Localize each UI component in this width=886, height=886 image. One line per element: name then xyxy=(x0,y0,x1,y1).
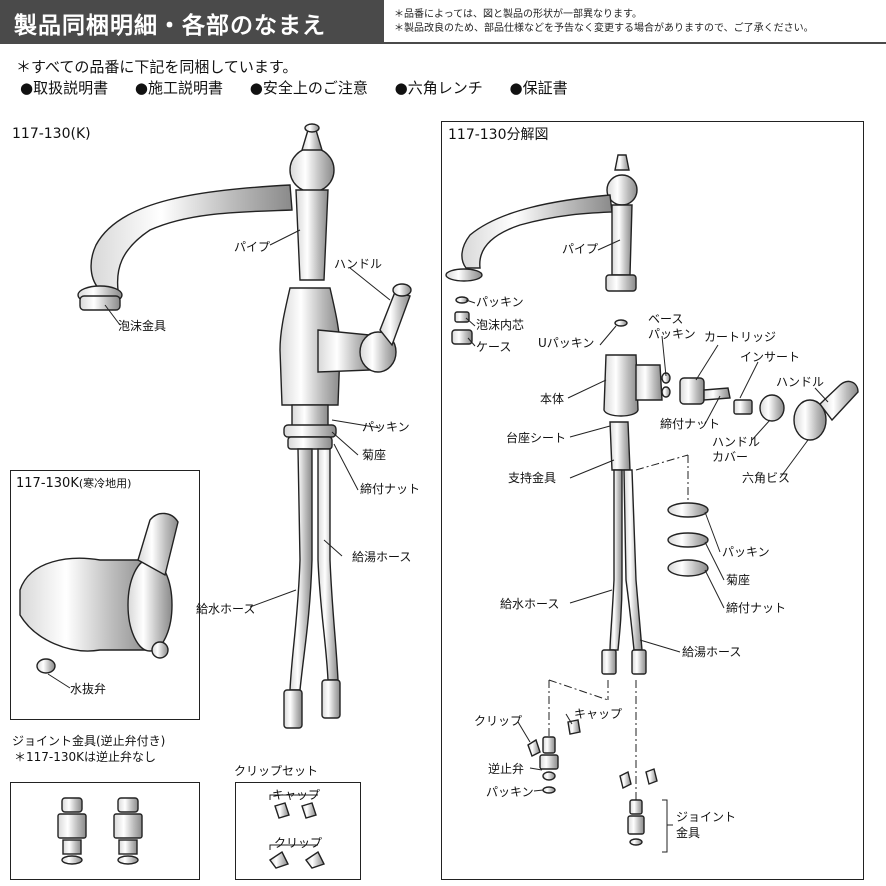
ex-label-cap: キャップ xyxy=(574,707,623,721)
ex-label-joint-1: ジョイント xyxy=(676,810,737,824)
ex-label-u-packing: Uパッキン xyxy=(538,336,595,350)
label-handle: ハンドル xyxy=(334,257,383,271)
ex-label-handle-cover-2: カバー xyxy=(712,450,749,464)
clip-set-cap-label: キャップ xyxy=(272,788,321,802)
guide-lines xyxy=(548,454,689,800)
ex-label-case: ケース xyxy=(476,340,512,354)
ex-label-packing: パッキン xyxy=(476,295,524,309)
cold-region-drawing xyxy=(19,512,179,674)
header-notes: ＊品番によっては、図と製品の形状が一部異なります。 ＊製品改良のため、部品仕様な… xyxy=(394,8,814,36)
ex-label-packing3: パッキン xyxy=(486,785,534,799)
bundled-item: ●安全上のご注意 xyxy=(249,79,368,97)
ex-label-nut2: 締付ナット xyxy=(726,601,787,615)
ex-label-kikuza: 菊座 xyxy=(726,573,751,587)
joint-parts-drawing xyxy=(57,797,143,865)
exploded-view-box xyxy=(441,121,864,880)
joint-box xyxy=(10,782,200,880)
ex-label-insert: インサート xyxy=(740,350,801,364)
cold-region-model: 117-130K xyxy=(16,476,79,491)
exploded-drawing xyxy=(445,154,859,846)
label-hot-hose: 給湯ホース xyxy=(352,550,412,564)
ex-label-body: 本体 xyxy=(540,392,565,406)
bundled-item: ●取扱説明書 xyxy=(20,79,109,97)
label-drain-valve: 水抜弁 xyxy=(70,682,107,696)
cold-region-title: 117-130K(寒冷地用) xyxy=(16,477,131,491)
bundled-item: ●施工説明書 xyxy=(134,79,223,97)
ex-label-aerator-core: 泡沫内芯 xyxy=(476,318,525,332)
clip-set-clip-label: クリップ xyxy=(274,836,323,850)
ex-label-hex-screw: 六角ビス xyxy=(742,471,791,485)
page-title: 製品同梱明細・各部のなまえ xyxy=(14,13,326,39)
ex-label-tighten-nut: 締付ナット xyxy=(660,417,721,431)
bundled-item: ●六角レンチ xyxy=(394,79,483,97)
header-note: ＊品番によっては、図と製品の形状が一部異なります。 xyxy=(394,9,642,20)
label-kikuza: 菊座 xyxy=(362,448,387,462)
header-note: ＊製品改良のため、部品仕様などを予告なく変更する場合がありますので、ご了承くださ… xyxy=(394,23,814,34)
ex-label-cartridge: カートリッジ xyxy=(704,330,777,344)
ex-label-packing2: パッキン xyxy=(722,545,770,559)
ex-label-check-valve: 逆止弁 xyxy=(488,762,525,776)
bundled-item: ●保証書 xyxy=(509,79,568,97)
ex-label-base-packing-2: パッキン xyxy=(648,327,696,341)
clip-set-title: クリップセット xyxy=(234,764,319,778)
ex-label-support: 支持金具 xyxy=(508,471,557,485)
label-cold-hose: 給水ホース xyxy=(196,602,256,616)
header-divider xyxy=(0,42,886,44)
ex-label-handle-cover-1: ハンドル xyxy=(712,435,761,449)
header: 製品同梱明細・各部のなまえ ＊品番によっては、図と製品の形状が一部異なります。 … xyxy=(0,0,886,42)
ex-label-joint-2: 金具 xyxy=(676,826,701,840)
bundled-intro: ＊すべての品番に下記を同梱しています。 xyxy=(16,58,298,76)
leader-lines xyxy=(47,229,829,853)
joint-note: ＊117-130Kは逆止弁なし xyxy=(14,750,157,764)
label-nut: 締付ナット xyxy=(360,482,421,496)
clip-set-parts-drawing xyxy=(268,802,325,869)
ex-label-cold-hose: 給水ホース xyxy=(500,597,560,611)
label-pipe: パイプ xyxy=(234,240,271,254)
clip-set-box xyxy=(235,782,361,880)
joint-title: ジョイント金具(逆止弁付き) xyxy=(12,734,166,748)
exploded-title: 117-130分解図 xyxy=(448,127,549,143)
ex-label-handle: ハンドル xyxy=(776,375,825,389)
left-model-number: 117-130(K) xyxy=(12,126,91,142)
label-aerator: 泡沫金具 xyxy=(118,319,167,333)
cold-region-subtitle: (寒冷地用) xyxy=(78,477,132,490)
cold-region-box xyxy=(10,470,200,720)
ex-label-base-packing-1: ベース xyxy=(648,312,684,326)
ex-label-pipe: パイプ xyxy=(562,242,599,256)
header-title-bar: 製品同梱明細・各部のなまえ xyxy=(0,0,384,42)
bundled-items: ●取扱説明書 ●施工説明書 ●安全上のご注意 ●六角レンチ ●保証書 xyxy=(20,77,590,98)
main-faucet-drawing xyxy=(77,123,412,729)
ex-label-hot-hose: 給湯ホース xyxy=(682,645,742,659)
ex-label-base-sheet: 台座シート xyxy=(506,431,567,445)
ex-label-clip: クリップ xyxy=(474,714,523,728)
label-packing: パッキン xyxy=(362,420,410,434)
